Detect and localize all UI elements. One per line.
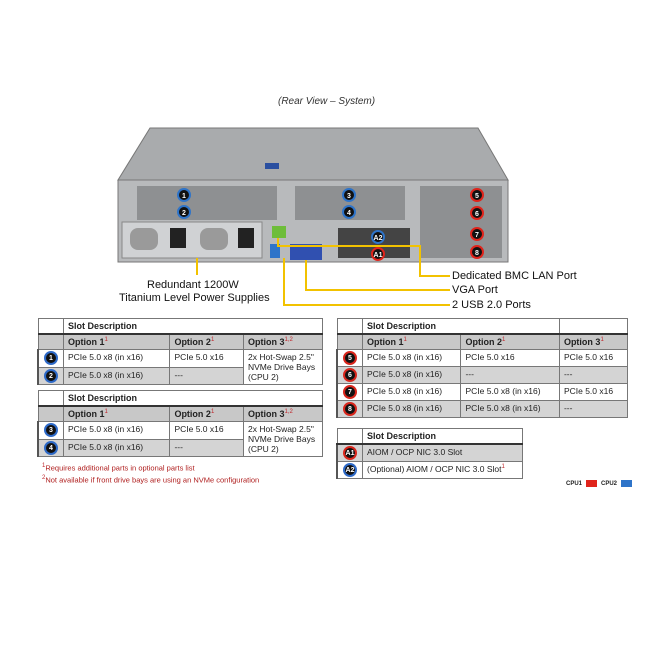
server-rear-illustration: 1 2 3 4 5 6 7 8 A2 A1 xyxy=(117,127,509,306)
cell: PCIe 5.0 x8 (in x16) xyxy=(361,366,462,384)
cell: (Optional) AIOM / OCP NIC 3.0 Slot1 xyxy=(362,461,523,479)
slot-badge: 7 xyxy=(343,385,357,399)
slot-badge: 2 xyxy=(44,368,58,383)
view-caption: (Rear View – System) xyxy=(278,96,376,107)
psu-callout-line1: Redundant 1200W xyxy=(147,279,239,291)
bmc-lan-port xyxy=(272,226,286,238)
cell: PCIe 5.0 x8 (in x16) xyxy=(62,421,171,440)
legend-cpu2-label: CPU2 xyxy=(601,481,618,488)
cell: PCIe 5.0 x16 xyxy=(169,421,244,440)
cell: PCIe 5.0 x8 (in x16) xyxy=(460,383,560,401)
cell: --- xyxy=(558,400,629,418)
slot-badge: 8 xyxy=(343,402,357,416)
svg-text:6: 6 xyxy=(475,211,479,218)
col-header: Option 1 xyxy=(68,409,105,419)
col-header: Option 2 xyxy=(174,337,211,347)
option3-cell: 2x Hot-Swap 2.5" NVMe Drive Bays (CPU 2) xyxy=(243,421,323,457)
cell: --- xyxy=(460,366,560,384)
cell: --- xyxy=(169,438,244,457)
vent-bay-3 xyxy=(420,186,502,258)
psu-socket-1 xyxy=(170,228,186,248)
slot-markers: 1 2 3 4 5 6 7 8 A2 A1 xyxy=(177,188,484,261)
table-row: 2 PCIe 5.0 x8 (in x16)--- xyxy=(37,366,323,385)
cpu-legend: CPU1 CPU2 xyxy=(566,480,636,487)
slot-badge: 1 xyxy=(44,351,58,366)
col-header: Option 3 xyxy=(248,337,285,347)
cell: PCIe 5.0 x8 (in x16) xyxy=(460,400,560,418)
table-row: 7 PCIe 5.0 x8 (in x16)PCIe 5.0 x8 (in x16… xyxy=(336,383,629,401)
slot-badge: 6 xyxy=(343,368,357,382)
cell: --- xyxy=(169,366,244,385)
footnote-1: 1Requires additional parts in optional p… xyxy=(42,463,195,473)
col-header: Option 3 xyxy=(248,409,285,419)
col-header: Option 2 xyxy=(465,337,502,347)
lid-label xyxy=(265,163,279,169)
svg-text:8: 8 xyxy=(475,250,479,257)
table-title: Slot Description xyxy=(362,428,523,445)
aiom-slot-table: Slot Description A1 AIOM / OCP NIC 3.0 Sl… xyxy=(336,428,523,479)
svg-text:2: 2 xyxy=(182,210,186,217)
svg-text:7: 7 xyxy=(475,232,479,239)
legend-cpu1-label: CPU1 xyxy=(566,481,583,488)
cell: PCIe 5.0 x16 xyxy=(169,349,244,368)
cell: --- xyxy=(558,366,629,384)
svg-text:A2: A2 xyxy=(374,235,383,242)
cell: PCIe 5.0 x16 xyxy=(460,349,560,367)
svg-text:4: 4 xyxy=(347,210,351,217)
cell: PCIe 5.0 x8 (in x16) xyxy=(361,383,462,401)
callout-lines xyxy=(196,238,450,306)
usb-callout: 2 USB 2.0 Ports xyxy=(452,299,531,311)
col-header: Option 1 xyxy=(367,337,404,347)
cell: PCIe 5.0 x8 (in x16) xyxy=(62,349,171,368)
cell: PCIe 5.0 x8 (in x16) xyxy=(361,349,462,367)
table-title: Slot Description xyxy=(362,318,560,335)
col-header: Option 1 xyxy=(68,337,105,347)
table-title: Slot Description xyxy=(63,390,323,407)
psu-fan-1 xyxy=(130,228,158,250)
svg-text:A1: A1 xyxy=(374,252,383,259)
slot-badge: 5 xyxy=(343,351,357,365)
slot-badge: A1 xyxy=(343,446,357,460)
footnote-2: 2Not available if front drive bays are u… xyxy=(42,475,260,485)
cell: PCIe 5.0 x8 (in x16) xyxy=(62,366,171,385)
psu-socket-2 xyxy=(238,228,254,248)
psu-fan-2 xyxy=(200,228,228,250)
vga-port xyxy=(290,244,322,260)
psu-callout-line2: Titanium Level Power Supplies xyxy=(119,292,270,304)
svg-text:3: 3 xyxy=(347,193,351,200)
table-row: 8 PCIe 5.0 x8 (in x16)PCIe 5.0 x8 (in x16… xyxy=(336,400,629,418)
vga-callout: VGA Port xyxy=(452,284,498,296)
bmc-callout: Dedicated BMC LAN Port xyxy=(452,270,577,282)
cell: PCIe 5.0 x8 (in x16) xyxy=(62,438,171,457)
cell: AIOM / OCP NIC 3.0 Slot xyxy=(362,443,523,462)
table-title: Slot Description xyxy=(63,318,323,335)
svg-text:1: 1 xyxy=(182,193,186,200)
col-header: Option 2 xyxy=(174,409,211,419)
col-header: Option 3 xyxy=(563,337,601,347)
cell: PCIe 5.0 x16 xyxy=(558,383,629,401)
cell: PCIe 5.0 x8 (in x16) xyxy=(361,400,462,418)
option3-cell: 2x Hot-Swap 2.5" NVMe Drive Bays (CPU 2) xyxy=(243,349,323,385)
table-row: 4 PCIe 5.0 x8 (in x16)--- xyxy=(37,438,323,457)
cell: PCIe 5.0 x16 xyxy=(558,349,629,367)
chassis-lid xyxy=(117,127,509,181)
cpu2-swatch xyxy=(621,480,633,487)
svg-text:5: 5 xyxy=(475,193,479,200)
vent-bay-1 xyxy=(137,186,277,220)
table-row: A2 (Optional) AIOM / OCP NIC 3.0 Slot1 xyxy=(336,461,523,479)
slot-badge: 3 xyxy=(44,423,58,438)
slot-badge: A2 xyxy=(343,463,357,477)
usb-ports xyxy=(270,244,280,258)
slot-badge: 4 xyxy=(44,440,58,455)
table-row: A1 AIOM / OCP NIC 3.0 Slot xyxy=(336,443,523,462)
cpu1-swatch xyxy=(586,480,598,487)
